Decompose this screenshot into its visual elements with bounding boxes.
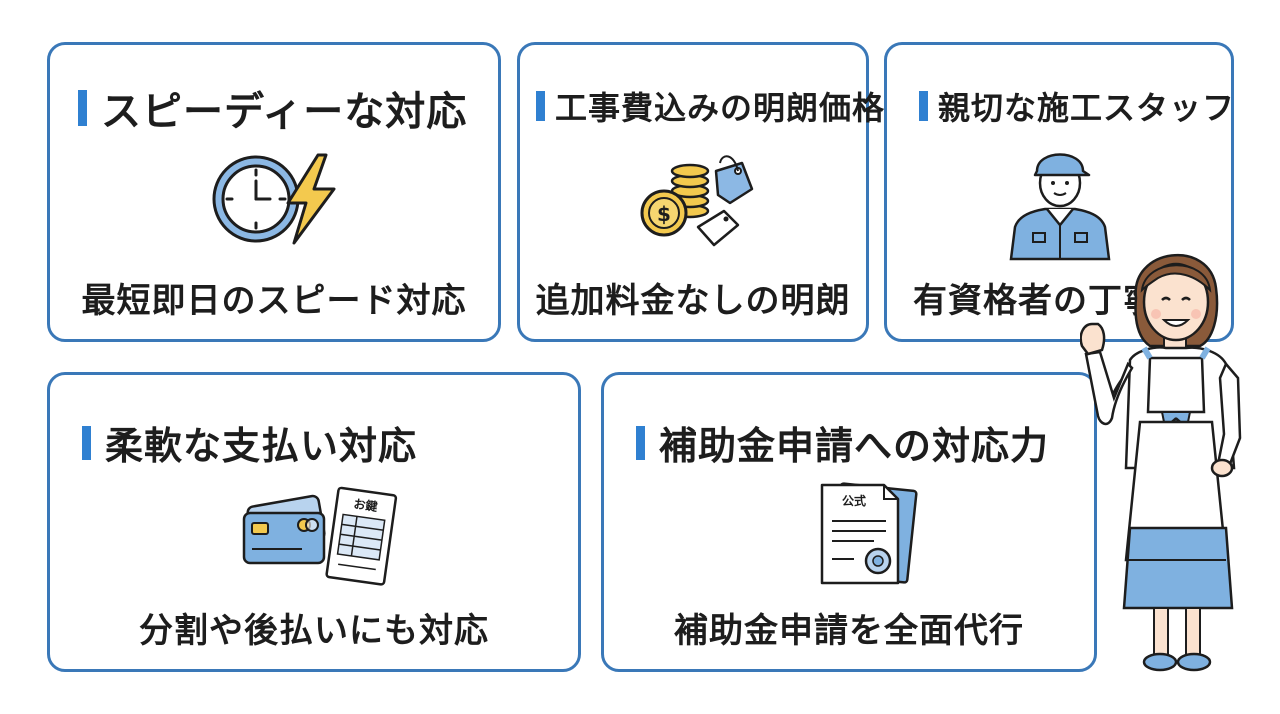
title-accent-bar (82, 425, 91, 460)
staff-worker-icon (1009, 153, 1111, 261)
title-accent-bar (78, 90, 87, 126)
card-subtitle: 有資格者の丁寧 (913, 281, 1158, 321)
feature-card-staff: 親切な施工スタッフ 有資格者の丁寧 (884, 42, 1234, 342)
waving-woman-apron-icon (1080, 253, 1242, 672)
coins-price-tag-icon: $ (640, 155, 754, 247)
document-label: 公式 (842, 493, 866, 508)
title-accent-bar (919, 91, 928, 121)
card-title-text: 工事費込みの明朗価格 (555, 89, 886, 127)
card-subtitle: 追加料金なしの明朗 (535, 281, 851, 321)
feature-card-subsidy: 補助金申請への対応力 公式 補助金申請を全面代行 (601, 372, 1097, 672)
card-title-text: 柔軟な支払い対応 (105, 424, 418, 468)
card-subtitle: 補助金申請を全面代行 (674, 611, 1024, 651)
card-title: 補助金申請への対応力 (636, 415, 1049, 470)
invoice-label: お鍵 (353, 496, 379, 514)
feature-card-payment: 柔軟な支払い対応 お鍵 分割や後払いにも対応 (47, 372, 581, 672)
card-subtitle: 最短即日のスピード対応 (81, 281, 467, 321)
card-title: 柔軟な支払い対応 (82, 415, 417, 470)
feature-card-speed: スピーディーな対応 最短即日のスピード対応 (47, 42, 501, 342)
title-accent-bar (536, 91, 545, 121)
feature-card-price: 工事費込みの明朗価格 $ 追加料金なしの明朗 (517, 42, 884, 342)
official-document-icon: 公式 (820, 482, 918, 585)
card-title-text: 補助金申請への対応力 (659, 424, 1050, 468)
card-subtitle: 分割や後払いにも対応 (139, 611, 489, 651)
card-title-text: スピーディーな対応 (101, 89, 468, 135)
clock-lightning-icon (212, 153, 336, 245)
card-title: 親切な施工スタッフ (919, 83, 1235, 129)
credit-card-invoice-icon: お鍵 (242, 486, 398, 586)
card-title: 工事費込みの明朗価格 (536, 83, 885, 129)
svg-text:$: $ (657, 202, 671, 226)
title-accent-bar (636, 425, 645, 460)
card-title: スピーディーな対応 (78, 79, 467, 137)
card-title-text: 親切な施工スタッフ (938, 89, 1236, 127)
